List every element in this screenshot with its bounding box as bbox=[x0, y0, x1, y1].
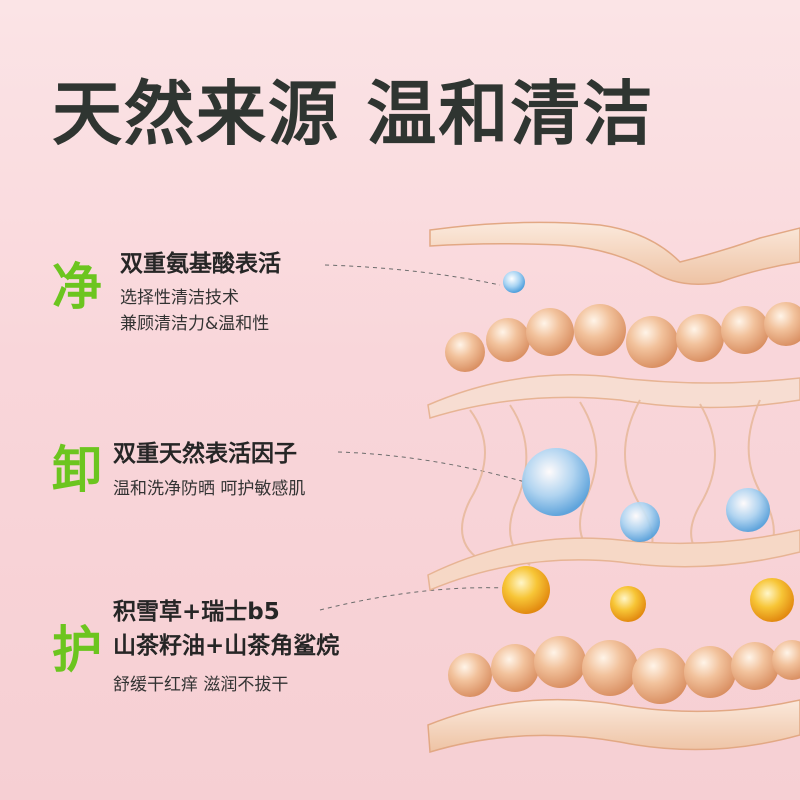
feature-1-line-1: 选择性清洁技术 bbox=[120, 288, 239, 308]
blue-molecule-right bbox=[726, 488, 770, 532]
feature-1-heading: 双重氨基酸表活 bbox=[120, 251, 281, 277]
feature-1-line-2: 兼顾清洁力&温和性 bbox=[120, 314, 270, 334]
feature-3-line-1: 舒缓干红痒 滋润不拔干 bbox=[113, 675, 289, 695]
feature-1-glyph: 净 bbox=[52, 258, 102, 316]
feature-3-glyph: 护 bbox=[52, 621, 102, 679]
small-molecule bbox=[503, 271, 525, 293]
bead-row-upper bbox=[445, 302, 800, 372]
feature-2-line-1: 温和洗净防晒 呵护敏感肌 bbox=[113, 479, 306, 499]
feature-3-heading-2: 山茶籽油+山茶角鲨烷 bbox=[113, 633, 340, 659]
top-skin-sheet bbox=[429, 221, 800, 285]
bead-row-lower bbox=[448, 636, 800, 704]
leader-line-2 bbox=[337, 451, 526, 483]
page-title: 天然来源 温和清洁 bbox=[52, 73, 655, 155]
feature-2-glyph: 卸 bbox=[52, 441, 102, 499]
gold-molecule-left bbox=[502, 566, 550, 614]
dermis-layer bbox=[427, 374, 800, 592]
leader-line-3 bbox=[319, 587, 506, 611]
bottom-skin-sheet bbox=[427, 698, 800, 753]
gold-molecule-middle bbox=[610, 586, 646, 622]
blue-molecule-large bbox=[522, 448, 590, 516]
feature-2-heading: 双重天然表活因子 bbox=[113, 441, 297, 467]
feature-3-heading-1: 积雪草+瑞士b5 bbox=[113, 599, 280, 625]
gold-molecule-right bbox=[750, 578, 794, 622]
leader-line-1 bbox=[324, 264, 501, 286]
blue-molecule-medium bbox=[620, 502, 660, 542]
